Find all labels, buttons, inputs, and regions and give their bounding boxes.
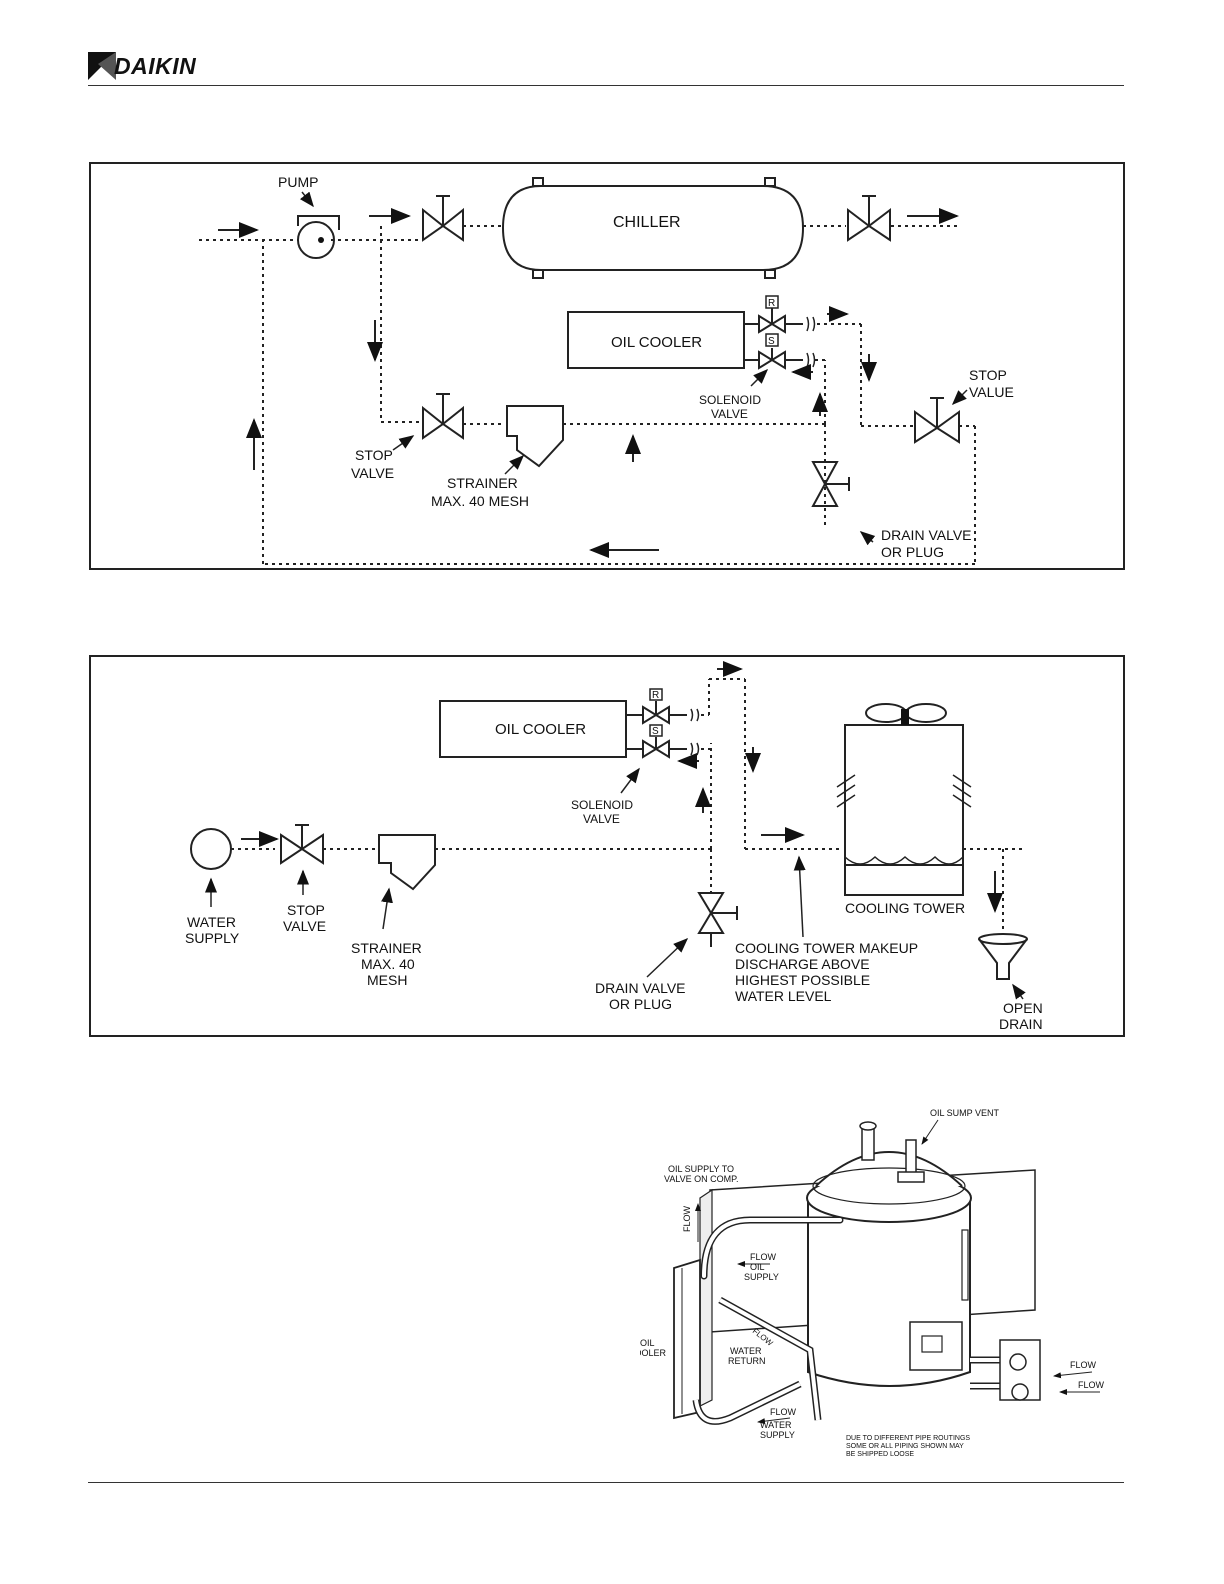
solenoid-label-1: SOLENOID	[571, 798, 633, 812]
chiller-vessel	[501, 177, 805, 279]
solenoid-label-2: VALVE	[711, 407, 748, 421]
cooling-tower-piping-diagram: WATER SUPPLY STOP VALVE STRAINER MAX. 40…	[89, 655, 1125, 1037]
strainer-label-3: MESH	[367, 972, 407, 988]
cooling-tower-piping-svg: WATER SUPPLY STOP VALVE STRAINER MAX. 40…	[185, 661, 1043, 1032]
oil-supply-label-2: SUPPLY	[744, 1272, 779, 1282]
pump-icon	[297, 215, 340, 259]
oil-sump-illustration-svg: OIL SUMP VENT OIL SUPPLY TO VALVE ON COM…	[628, 1108, 1105, 1458]
drain-label-2: OR PLUG	[881, 544, 944, 560]
daikin-logo	[88, 52, 116, 80]
r-mark: R	[652, 690, 659, 701]
makeup-pointer	[793, 855, 806, 938]
solenoid-valve-icon	[758, 333, 786, 370]
drain-label-1: DRAIN VALVE	[595, 980, 686, 996]
chiller-outlet-valve-icon	[847, 195, 891, 242]
makeup-label-2: DISCHARGE ABOVE	[735, 956, 870, 972]
makeup-label-4: WATER LEVEL	[735, 988, 832, 1004]
chiller-water-piping-diagram: PUMP CHILLER STOP VALVE	[89, 162, 1125, 570]
strainer-pointer	[381, 887, 393, 930]
solenoid-pointer	[620, 767, 640, 794]
oil-cooler-box	[439, 700, 627, 758]
drain-pointer	[646, 937, 689, 978]
stop-valve-label-2: VALVE	[283, 918, 326, 934]
water-supply-icon	[190, 828, 232, 870]
s-mark: S	[768, 336, 775, 347]
stop-value-pointer	[951, 389, 968, 406]
drain-valve-icon	[697, 892, 738, 947]
oil-sump-vent-label: OIL SUMP VENT	[930, 1108, 1000, 1118]
flow-right-label-1: FLOW	[1070, 1360, 1097, 1370]
oil-cooler-label-2: COOLER	[640, 1348, 667, 1358]
cooling-tower-label: COOLING TOWER	[845, 900, 965, 916]
makeup-label-3: HIGHEST POSSIBLE	[735, 972, 870, 988]
strainer-icon	[506, 405, 564, 468]
note-line-1: DUE TO DIFFERENT PIPE ROUTINGS	[846, 1435, 970, 1442]
note-line-2: SOME OR ALL PIPING SHOWN MAY	[846, 1443, 964, 1450]
drain-label-1: DRAIN VALVE	[881, 527, 972, 543]
strainer-label-1: STRAINER	[351, 940, 422, 956]
stop-valve-left-icon	[422, 393, 464, 440]
chiller-inlet-valve-icon	[422, 195, 464, 242]
water-supply-label-2: SUPPLY	[760, 1430, 795, 1440]
open-drain-funnel-icon	[978, 933, 1028, 980]
pump-pointer	[299, 191, 314, 208]
strainer-label-1: STRAINER	[447, 475, 518, 491]
flow-right-label-2: FLOW	[1078, 1380, 1105, 1390]
s-mark: S	[652, 726, 659, 737]
strainer-icon	[378, 834, 436, 891]
note-line-3: BE SHIPPED LOOSE	[846, 1451, 914, 1458]
makeup-label-1: COOLING TOWER MAKEUP	[735, 940, 918, 956]
pump-label: PUMP	[278, 174, 318, 190]
stop-value-right-icon	[914, 397, 960, 444]
open-drain-label-2: DRAIN	[999, 1016, 1043, 1032]
water-supply-label-1: WATER	[760, 1420, 792, 1430]
oil-sump-tank	[806, 1151, 972, 1387]
cooling-tower-icon	[836, 703, 972, 896]
oil-cooler-label: OIL COOLER	[611, 334, 702, 351]
water-supply-label-1: WATER	[187, 914, 236, 930]
flow-supply-label: FLOW	[770, 1407, 797, 1417]
solenoid-label-1: SOLENOID	[699, 393, 761, 407]
drain-valve-icon	[811, 461, 850, 507]
stop-value-right-label-1: STOP	[969, 367, 1007, 383]
stop-valve-left-label-1: STOP	[355, 447, 393, 463]
water-return-label-2: RETURN	[728, 1356, 766, 1366]
strainer-pointer	[504, 454, 525, 475]
oil-cooler-box	[567, 311, 745, 369]
chiller-label: CHILLER	[613, 214, 681, 231]
drain-pointer	[859, 531, 876, 546]
stop-valve-left-pointer	[392, 435, 415, 451]
stop-valve-label-1: STOP	[287, 902, 325, 918]
flow-vertical-label: FLOW	[682, 1205, 692, 1232]
footer-rule	[88, 1482, 1124, 1483]
drain-label-2: OR PLUG	[609, 996, 672, 1012]
oil-cooler-unit	[673, 1258, 701, 1420]
chiller-piping-svg: PUMP CHILLER STOP VALVE	[199, 174, 1014, 565]
strainer-label-2: MAX. 40 MESH	[431, 493, 529, 509]
r-mark: R	[768, 298, 775, 309]
strainer-label-2: MAX. 40	[361, 956, 415, 972]
brand-name: DAIKIN	[114, 53, 197, 79]
oil-cooler-label: OIL COOLER	[495, 721, 586, 738]
oil-supply-to-label-1: OIL SUPPLY TO	[668, 1164, 734, 1174]
stop-valve-icon	[280, 824, 324, 865]
open-drain-label-1: OPEN	[1003, 1000, 1043, 1016]
stop-value-right-label-2: VALUE	[969, 384, 1014, 400]
solenoid-label-2: VALVE	[583, 812, 620, 826]
oil-cooler-label-1: OIL	[640, 1338, 655, 1348]
open-drain-pointer	[1012, 983, 1026, 1000]
flow-oil-label: FLOW	[750, 1252, 777, 1262]
stop-valve-left-label-2: VALVE	[351, 465, 394, 481]
water-return-label-1: WATER	[730, 1346, 762, 1356]
header-rule	[88, 85, 1124, 86]
oil-sump-illustration: OIL SUMP VENT OIL SUPPLY TO VALVE ON COM…	[628, 1100, 1120, 1480]
water-supply-label-2: SUPPLY	[185, 930, 240, 946]
oil-supply-label-1: OIL	[750, 1262, 765, 1272]
solenoid-pointer	[750, 368, 769, 387]
oil-supply-to-label-2: VALVE ON COMP.	[664, 1174, 739, 1184]
